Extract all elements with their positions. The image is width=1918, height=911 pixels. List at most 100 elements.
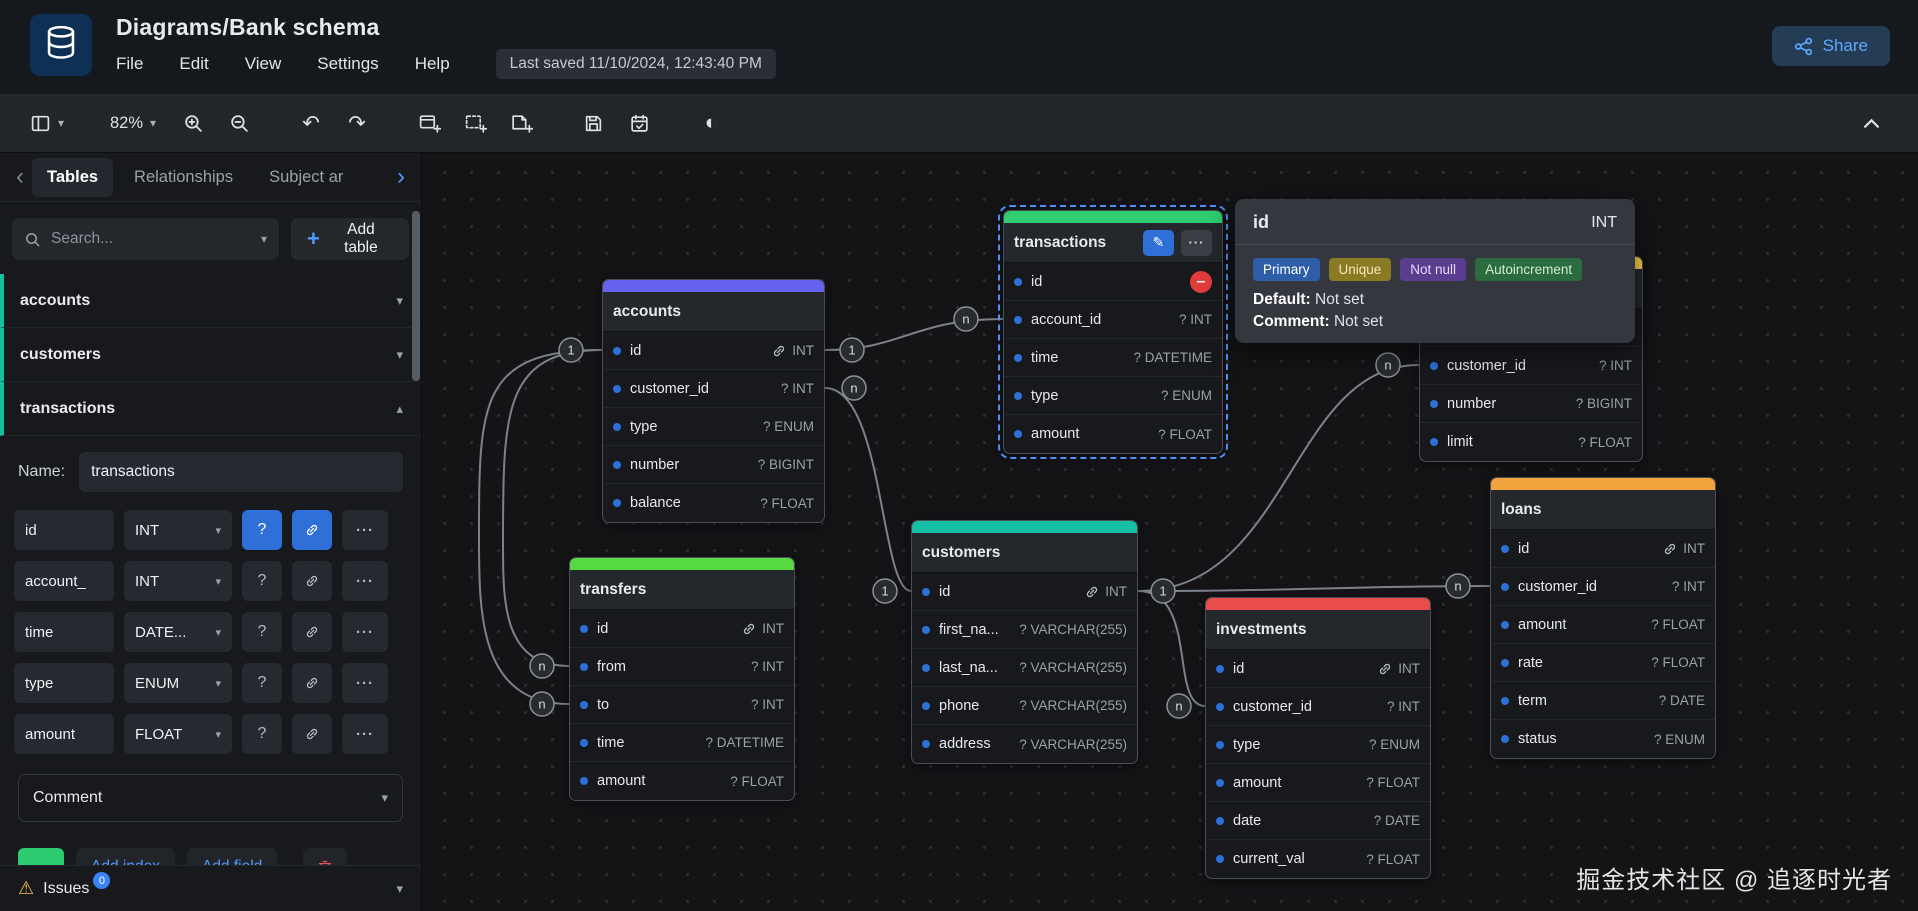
table-field-row[interactable]: time? DATETIME	[570, 724, 794, 762]
table-field-row[interactable]: amount? FLOAT	[570, 762, 794, 800]
field-type-select[interactable]: INT▾	[124, 510, 232, 550]
sidebar-table-item-transactions[interactable]: transactions▴	[0, 382, 421, 436]
table-field-row[interactable]: limit? FLOAT	[1420, 423, 1642, 461]
field-type-select[interactable]: DATE...▾	[124, 612, 232, 652]
table-field-row[interactable]: amount? FLOAT	[1491, 606, 1715, 644]
theme-toggle-button[interactable]: ◐	[690, 103, 732, 143]
collapse-header-button[interactable]	[1850, 103, 1892, 143]
zoom-in-button[interactable]	[172, 103, 214, 143]
edit-table-button[interactable]: ✎	[1143, 229, 1174, 256]
table-field-row[interactable]: date? DATE	[1206, 802, 1430, 840]
table-field-row[interactable]: type? ENUM	[1004, 377, 1222, 415]
add-field-button[interactable]: Add field	[186, 848, 278, 865]
field-nullable-button[interactable]: ?	[242, 612, 282, 652]
issues-bar[interactable]: ⚠ Issues 0 ▾	[0, 865, 421, 911]
table-field-row[interactable]: time? DATETIME	[1004, 339, 1222, 377]
add-subject-area-tool-button[interactable]	[454, 103, 496, 143]
relationship-line[interactable]	[824, 387, 912, 592]
save-button[interactable]	[572, 103, 614, 143]
chevron-down-icon[interactable]: ▾	[396, 880, 403, 896]
add-index-button[interactable]: Add index	[76, 848, 175, 865]
search-input[interactable]	[51, 230, 251, 248]
app-logo[interactable]	[30, 14, 92, 76]
tabs-scroll-left-icon[interactable]: ‹	[16, 163, 24, 190]
menu-settings[interactable]: Settings	[317, 54, 379, 73]
field-name-input[interactable]	[14, 510, 114, 550]
field-nullable-button[interactable]: ?	[242, 561, 282, 601]
field-key-button[interactable]	[292, 663, 332, 703]
menu-file[interactable]: File	[116, 54, 144, 73]
table-field-row[interactable]: address? VARCHAR(255)	[912, 725, 1137, 763]
field-name-input[interactable]	[14, 663, 114, 703]
add-table-button[interactable]: + Add table	[291, 218, 409, 260]
table-color-swatch[interactable]	[18, 848, 64, 865]
table-field-row[interactable]: balance? FLOAT	[603, 484, 824, 522]
table-field-row[interactable]: to? INT	[570, 686, 794, 724]
redo-button[interactable]: ↷	[336, 103, 378, 143]
relationship-line[interactable]	[501, 349, 603, 667]
table-field-row[interactable]: account_id? INT	[1004, 301, 1222, 339]
sidebar-table-item-accounts[interactable]: accounts▾	[0, 274, 421, 328]
field-nullable-button[interactable]: ?	[242, 714, 282, 754]
undo-button[interactable]: ↶	[290, 103, 332, 143]
table-field-row[interactable]: last_na...? VARCHAR(255)	[912, 649, 1137, 687]
menu-help[interactable]: Help	[414, 54, 450, 73]
tab-subject-ar[interactable]: Subject ar	[269, 167, 344, 186]
table-field-row[interactable]: amount? FLOAT	[1004, 415, 1222, 453]
share-button[interactable]: Share	[1771, 26, 1890, 66]
delete-table-button[interactable]	[303, 848, 348, 865]
comment-section-toggle[interactable]: Comment▾	[18, 774, 403, 822]
table-field-row[interactable]: customer_id? INT	[1206, 688, 1430, 726]
field-type-select[interactable]: FLOAT▾	[124, 714, 232, 754]
field-nullable-button[interactable]: ?	[242, 663, 282, 703]
tabs-scroll-right-icon[interactable]: ›	[397, 163, 405, 190]
field-more-button[interactable]: ···	[342, 663, 388, 703]
table-field-row[interactable]: rate? FLOAT	[1491, 644, 1715, 682]
tab-tables[interactable]: Tables	[32, 157, 114, 197]
view-layout-dropdown[interactable]: ▾	[26, 103, 68, 143]
document-title[interactable]: Diagrams/Bank schema	[116, 14, 380, 40]
field-key-button[interactable]	[292, 612, 332, 652]
sidebar-scrollbar[interactable]	[412, 205, 420, 861]
search-box[interactable]: ▾	[12, 218, 280, 260]
table-field-row[interactable]: id–	[1004, 263, 1222, 301]
table-field-row[interactable]: term? DATE	[1491, 682, 1715, 720]
table-more-button[interactable]: ···	[1181, 229, 1212, 256]
table-field-row[interactable]: amount? FLOAT	[1206, 764, 1430, 802]
add-note-tool-button[interactable]	[500, 103, 542, 143]
table-name-input[interactable]	[79, 452, 403, 492]
table-field-row[interactable]: type? ENUM	[603, 408, 824, 446]
field-more-button[interactable]: ···	[342, 612, 388, 652]
scrollbar-thumb[interactable]	[412, 211, 420, 381]
field-more-button[interactable]: ···	[342, 714, 388, 754]
field-type-select[interactable]: ENUM▾	[124, 663, 232, 703]
relationship-line[interactable]	[477, 349, 603, 705]
todo-button[interactable]	[618, 103, 660, 143]
field-key-button[interactable]	[292, 510, 332, 550]
delete-field-button[interactable]: –	[1190, 270, 1212, 293]
add-table-tool-button[interactable]	[408, 103, 450, 143]
chevron-down-icon[interactable]: ▾	[261, 232, 268, 246]
sidebar-table-item-customers[interactable]: customers▾	[0, 328, 421, 382]
menu-view[interactable]: View	[244, 54, 282, 73]
table-field-row[interactable]: first_na...? VARCHAR(255)	[912, 611, 1137, 649]
table-field-row[interactable]: customer_id? INT	[1491, 568, 1715, 606]
table-field-row[interactable]: number? BIGINT	[1420, 385, 1642, 423]
zoom-out-button[interactable]	[218, 103, 260, 143]
table-field-row[interactable]: customer_id? INT	[1420, 347, 1642, 385]
relationship-line[interactable]	[1137, 364, 1420, 592]
field-key-button[interactable]	[292, 714, 332, 754]
relationship-line[interactable]	[1137, 585, 1491, 592]
tab-relationships[interactable]: Relationships	[134, 167, 234, 186]
field-more-button[interactable]: ···	[342, 510, 388, 550]
field-name-input[interactable]	[14, 561, 114, 601]
relationship-line[interactable]	[1137, 590, 1206, 707]
